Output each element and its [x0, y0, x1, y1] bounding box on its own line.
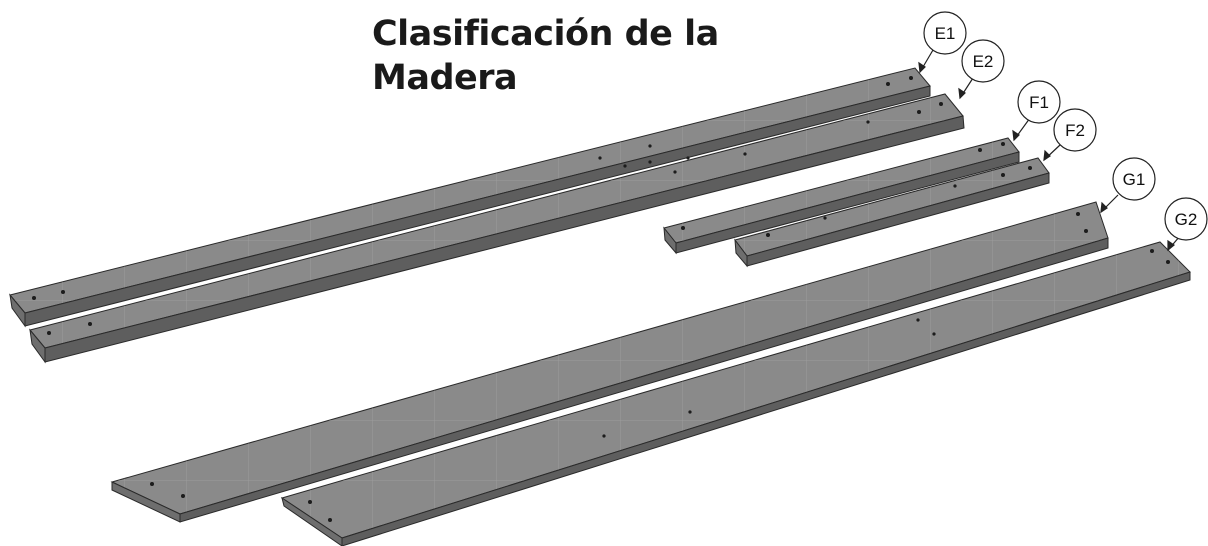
callout-label-f1: F1	[1029, 93, 1049, 112]
board-f1	[663, 137, 1020, 255]
screw-holes	[32, 76, 1170, 522]
callout-label-e1: E1	[935, 24, 956, 43]
callout-f1: F1	[1017, 80, 1061, 124]
callout-label-f2: F2	[1065, 121, 1085, 140]
callout-e1: E1	[923, 11, 967, 55]
callout-g2: G2	[1164, 197, 1208, 241]
callout-label-g2: G2	[1175, 210, 1198, 229]
board-e1	[9, 67, 931, 328]
callout-f2: F2	[1053, 108, 1097, 152]
callout-label-e2: E2	[973, 52, 994, 71]
leader-lines	[918, 49, 1181, 252]
board-f2	[734, 157, 1050, 268]
board-g2	[280, 241, 1191, 546]
diagram-title: Clasificación de la Madera	[372, 14, 719, 98]
callout-g1: G1	[1112, 157, 1156, 201]
board-g1	[110, 201, 1109, 523]
callout-label-g1: G1	[1123, 170, 1146, 189]
board-e2	[29, 93, 965, 364]
callout-e2: E2	[961, 39, 1005, 83]
